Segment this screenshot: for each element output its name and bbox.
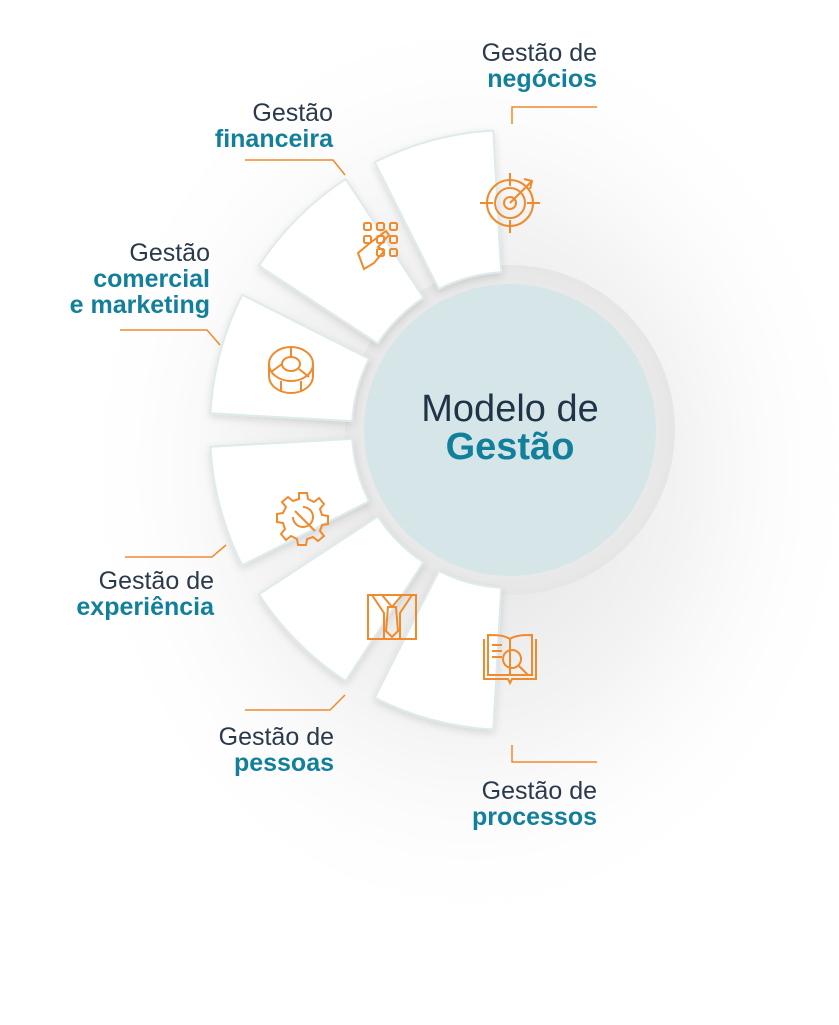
connector-experiencia [125, 544, 227, 558]
center-title-line1: Modelo de [421, 388, 599, 430]
donut-chart-icon [268, 346, 314, 394]
segment-tile-processos [373, 570, 503, 731]
label-comercial-line1: Gestão [129, 239, 210, 267]
label-processos-line1: Gestão de [481, 777, 597, 805]
center-title-line2: Gestão [445, 426, 575, 468]
label-processos: Gestão de processos [472, 778, 597, 830]
label-financeira-line2: financeira [214, 125, 333, 153]
center-circle [364, 284, 656, 576]
segment-tile-financeira [257, 177, 425, 345]
label-processos-line2: processos [471, 803, 597, 831]
connector-financeira [245, 159, 346, 176]
label-negocios-line2: negócios [487, 65, 597, 93]
target-icon [480, 173, 540, 233]
segment-tile-pessoas [257, 515, 425, 683]
label-negocios: Gestão de negócios [482, 40, 597, 92]
keypad-hand-icon [356, 222, 398, 271]
connector-processos [511, 745, 597, 763]
shirt-tie-icon [367, 594, 417, 640]
segments-layer [209, 129, 503, 731]
connector-negocios [511, 106, 597, 124]
label-experiencia-line2: experiência [76, 593, 214, 621]
label-comercial: Gestão comercial e marketing [70, 240, 210, 318]
label-pessoas-line2: pessoas [233, 749, 334, 777]
label-comercial-line2: comercial [93, 265, 210, 293]
segment-tile-negocios [373, 129, 503, 290]
connector-comercial [120, 329, 221, 346]
gear-wrench-icon [276, 492, 329, 546]
label-financeira-line1: Gestão [252, 99, 333, 127]
label-financeira: Gestão financeira [215, 100, 333, 152]
label-pessoas-line1: Gestão de [218, 723, 334, 751]
connector-pessoas [245, 694, 346, 711]
center-title: Modelo de Gestão [365, 390, 655, 466]
book-magnifier-icon [483, 633, 537, 686]
label-experiencia-line1: Gestão de [98, 567, 214, 595]
segment-tile-experiencia [209, 437, 370, 567]
label-pessoas: Gestão de pessoas [219, 724, 334, 776]
connector-lines [120, 106, 597, 763]
label-negocios-line1: Gestão de [481, 39, 597, 67]
label-experiencia: Gestão de experiência [76, 568, 214, 620]
label-comercial-line3: e marketing [69, 291, 210, 319]
